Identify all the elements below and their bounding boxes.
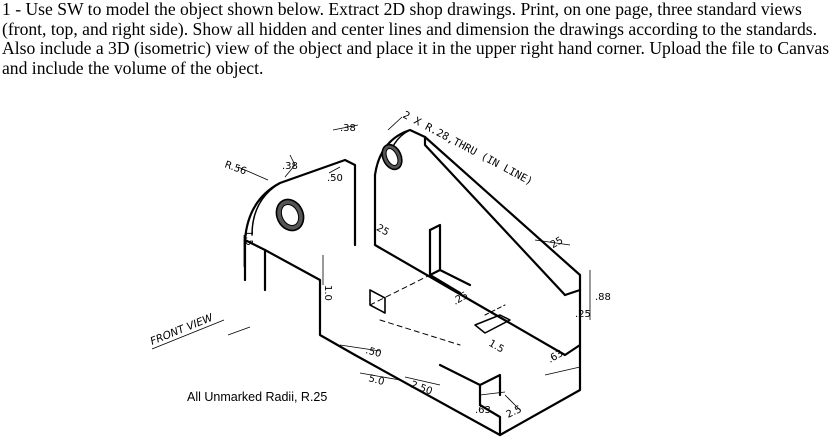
dim-1-0: 1.0 [322, 285, 333, 301]
dim-38-top: .38 [340, 123, 356, 134]
dim-1-5-lower: 1.5 [487, 338, 506, 355]
center-rib [428, 223, 472, 287]
isometric-drawing: .38 .38 R.56 .50 1.5 .25 1.0 .25 .25 .88… [140, 105, 620, 445]
dim-r56: R.56 [223, 159, 248, 177]
base-plate-outline [353, 343, 582, 437]
slot [474, 314, 511, 334]
dim-50-lower: .50 [364, 345, 382, 360]
right-upright-outline [373, 128, 582, 292]
dim-1-5: 1.5 [243, 230, 254, 246]
isometric-drawing-svg: .38 .38 R.56 .50 1.5 .25 1.0 .25 .25 .88… [149, 109, 611, 437]
dim-88: .88 [595, 292, 611, 303]
front-view-label: FRONT VIEW [149, 312, 216, 348]
instructions-text: 1 - Use SW to model the object shown bel… [2, 0, 830, 78]
dim-63-right: .63 [546, 348, 565, 365]
dim-5-0: 5.0 [367, 373, 385, 388]
dim-2-5: 2.5 [505, 404, 524, 421]
dim-38-left: .38 [282, 161, 298, 172]
dim-2-50: 2.50 [409, 379, 434, 397]
radii-note: All Unmarked Radii, R.25 [187, 390, 328, 404]
left-upright-outline [243, 158, 357, 282]
dim-25-small: .25 [575, 309, 591, 320]
dim-25-right: .25 [546, 235, 565, 252]
dim-63-bottom: .63 [475, 405, 491, 416]
dim-50-upper: .50 [327, 173, 343, 184]
notch [369, 289, 386, 314]
dim-25-mid: .25 [451, 290, 470, 307]
